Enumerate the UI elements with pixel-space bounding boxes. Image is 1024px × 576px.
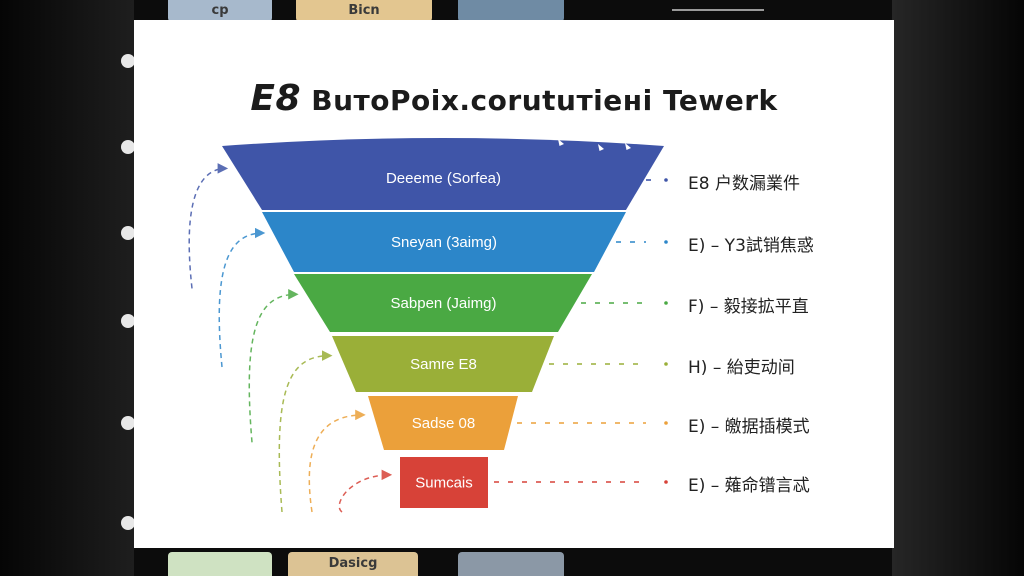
feedback-arrow [248,289,299,443]
funnel-stage-label: Deeeme (Sorfea) [386,170,501,187]
connector-dot [664,240,668,244]
binder-hole [121,314,135,328]
stage-side-label: E) – Y3試销焦惑 [688,236,814,256]
funnel-stage-label: Sadse 08 [412,415,475,432]
binder-hole [121,226,135,240]
funnel-stage-3 [294,274,592,332]
funnel-stage-label: Sabpen (Jaimg) [391,295,497,312]
funnel-slide: E8 BuтoPoix.corutuтieнi Tewerk Deeeme (S… [134,20,894,548]
funnel-stage-1 [222,138,664,210]
funnel-stage-2 [262,212,626,272]
feedback-arrow [308,409,366,513]
stage-side-label: E) – 薙命镨言忒 [688,476,810,496]
stage-side-label: F) – 毅接拡平直 [688,297,809,317]
page-title: E8 BuтoPoix.corutuтieнi Tewerk [134,78,894,119]
background-right [892,0,1024,576]
funnel-stage-label: Sumcais [415,475,473,492]
bottom-thumbnail-1 [168,552,272,576]
connector-dot [664,362,668,366]
funnel-stage-4 [332,336,554,392]
title-text: BuтoPoix.corutuтieнi Tewerk [311,84,778,117]
rim-arrow-mark [598,144,604,151]
rim-arrow-mark [625,143,631,150]
top-thumbnail-2: Bicn [296,0,432,22]
funnel-stage-label: Sneyan (3aimg) [391,234,497,251]
stage-side-label: E) – 皦据插模式 [688,417,810,437]
feedback-arrow [218,227,266,368]
title-prefix: E8 [250,78,302,119]
label-connectors [494,178,668,484]
connector-dot [664,480,668,484]
feedback-arrow [338,469,393,513]
stage-side-label: E8 户数漏業件 [688,174,800,194]
binder-hole [121,54,135,68]
feedback-arrow [188,163,229,289]
connector-dot [664,421,668,425]
funnel-diagram: Deeeme (Sorfea) Sneyan (3aimg) Sabpen (Jai… [188,138,668,513]
binder-hole [121,516,135,530]
top-thumbnail-1: cp [168,0,272,22]
rim-arrow-mark [558,139,564,146]
background-left [0,0,134,576]
funnel-segments: Deeeme (Sorfea) Sneyan (3aimg) Sabpen (Jai… [222,138,664,508]
connector-dot [664,301,668,305]
funnel-stage-label: Samre E8 [410,356,477,373]
funnel-stage-6 [400,457,488,508]
binder-hole [121,140,135,154]
funnel-stage-5 [368,396,518,450]
feedback-arrows [188,163,393,513]
top-thumbnail-3 [458,0,564,22]
binder-hole [121,416,135,430]
bottom-thumbnail-2: Dasicg [288,552,418,576]
connector-dot [664,178,668,182]
top-strip-line [672,9,764,11]
stage-side-label: H) – 紿吏动间 [688,358,795,378]
bottom-thumbnail-3 [458,552,564,576]
feedback-arrow [278,350,333,513]
